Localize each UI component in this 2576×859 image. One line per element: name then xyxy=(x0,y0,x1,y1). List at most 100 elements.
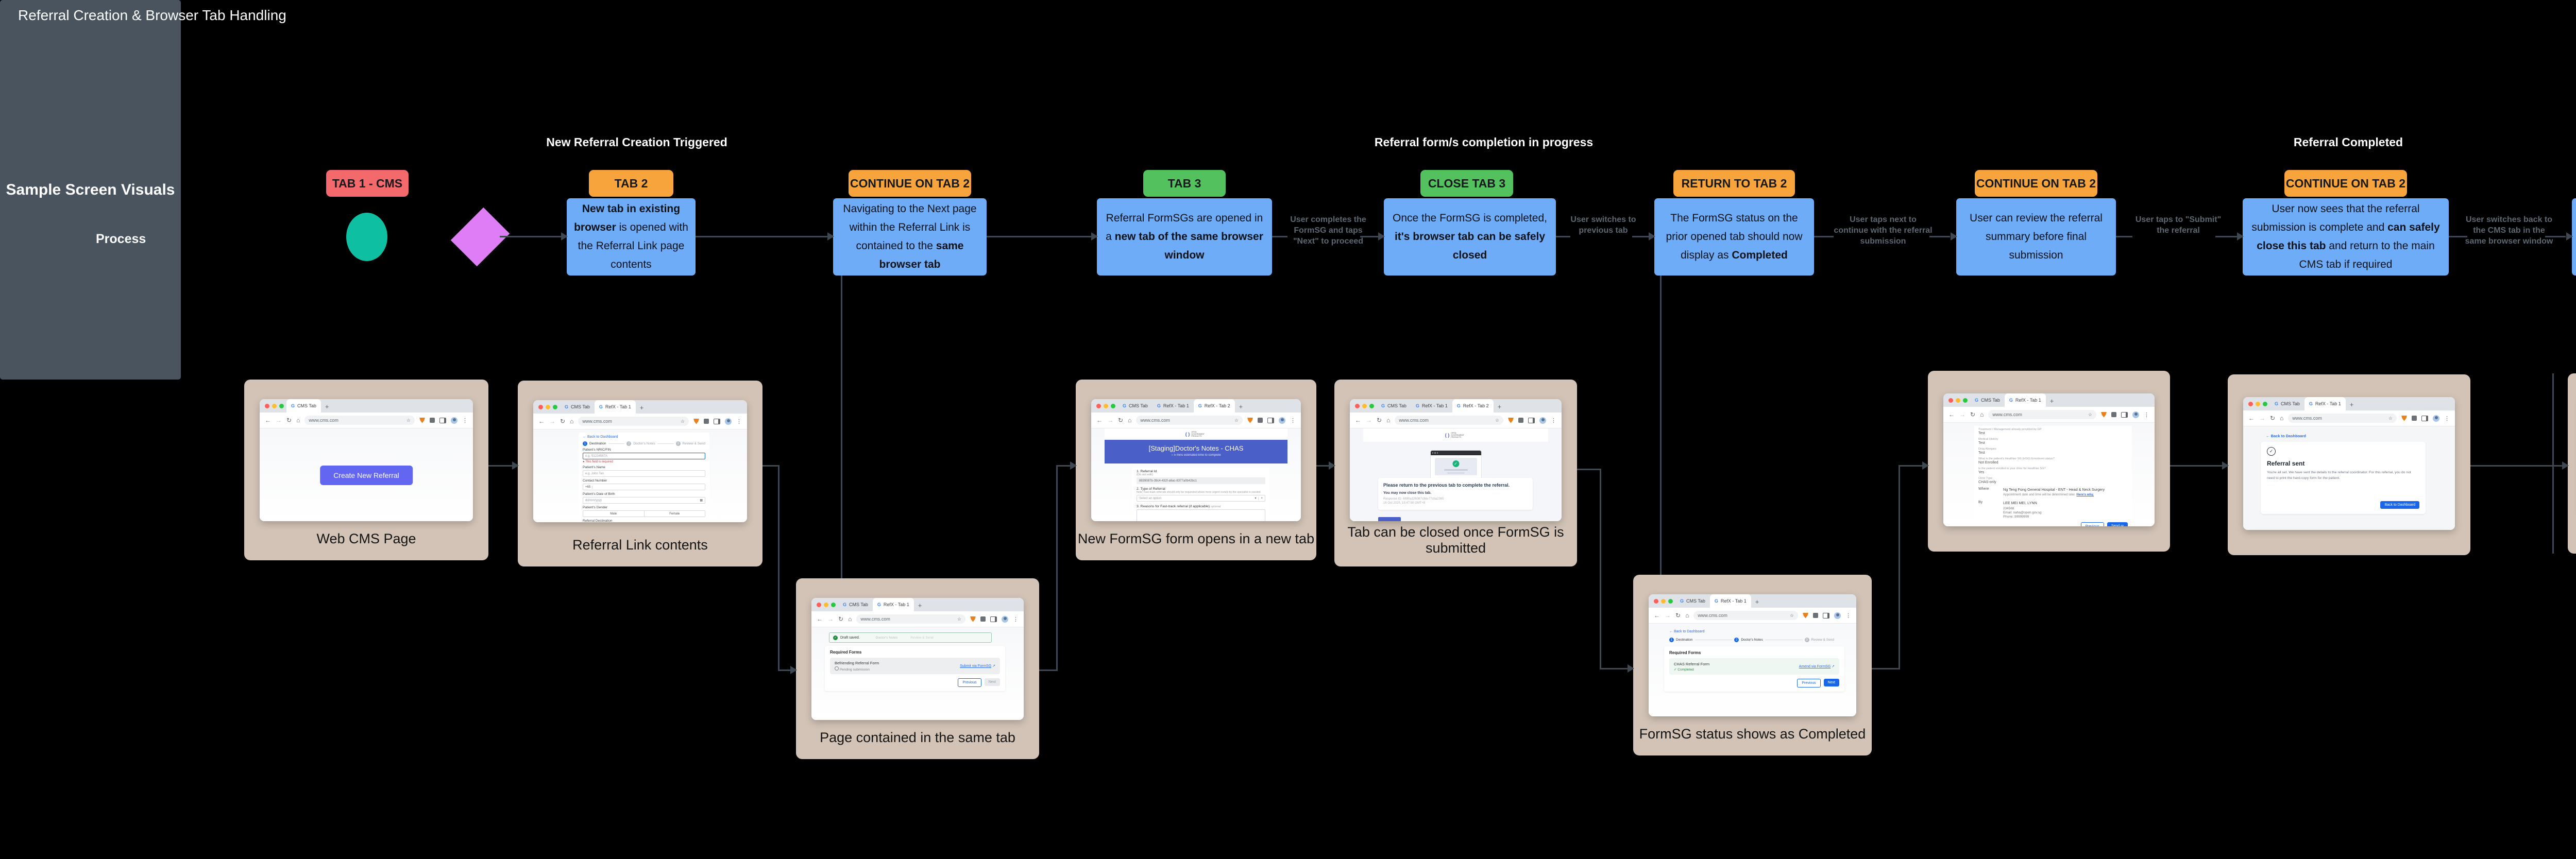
next-button-disabled[interactable]: Next xyxy=(984,678,1000,686)
extension-icon[interactable] xyxy=(1518,418,1523,423)
new-tab-button[interactable]: + xyxy=(2349,401,2354,408)
url-bar[interactable]: www.cms.com☆ xyxy=(1136,416,1243,425)
metamask-icon[interactable] xyxy=(970,616,976,622)
url-bar[interactable]: www.cms.com☆ xyxy=(1395,416,1503,425)
traffic-light-close-icon[interactable] xyxy=(1096,404,1101,408)
nric-input[interactable]: e.g. S1234567A xyxy=(583,453,705,459)
traffic-light-zoom-icon[interactable] xyxy=(1111,404,1115,408)
back-icon[interactable]: ← xyxy=(538,418,545,425)
heres-why-link[interactable]: Here's why. xyxy=(2076,493,2094,496)
menu-icon[interactable]: ⋮ xyxy=(2444,415,2450,422)
url-bar[interactable]: www.cms.com☆ xyxy=(856,614,965,624)
traffic-light-minimize-icon[interactable] xyxy=(1661,599,1666,604)
back-to-dashboard-link[interactable]: ← Back to Dashboard xyxy=(583,435,618,439)
tag-tab2[interactable]: TAB 2 xyxy=(589,170,673,197)
extension-icon[interactable] xyxy=(430,418,435,423)
bookmark-star-icon[interactable]: ☆ xyxy=(957,616,961,622)
sidebar-icon[interactable] xyxy=(1267,417,1274,423)
tag-continue-tab2-c[interactable]: CONTINUE ON TAB 2 xyxy=(2284,170,2407,197)
reload-icon[interactable]: ↻ xyxy=(1970,411,1976,418)
tag-continue-tab2-a[interactable]: CONTINUE ON TAB 2 xyxy=(849,170,971,197)
metamask-icon[interactable] xyxy=(693,418,699,424)
reload-icon[interactable]: ↻ xyxy=(1118,417,1124,424)
tag-close-tab3[interactable]: CLOSE TAB 3 xyxy=(1420,170,1513,197)
home-icon[interactable]: ⌂ xyxy=(1980,411,1984,418)
traffic-light-close-icon[interactable] xyxy=(1654,599,1658,604)
profile-avatar[interactable] xyxy=(725,418,732,425)
url-bar[interactable]: www.cms.com☆ xyxy=(1988,410,2096,419)
forward-icon[interactable]: → xyxy=(1366,417,1372,424)
reasons-textarea[interactable] xyxy=(1137,509,1265,521)
gender-female-button[interactable]: Female xyxy=(644,510,705,517)
sidebar-icon[interactable] xyxy=(2421,415,2428,421)
forward-icon[interactable]: → xyxy=(549,418,555,425)
profile-avatar[interactable] xyxy=(1834,612,1841,619)
traffic-light-minimize-icon[interactable] xyxy=(1956,398,1960,403)
back-icon[interactable]: ← xyxy=(2248,415,2255,422)
reload-icon[interactable]: ↻ xyxy=(286,417,292,424)
bookmark-star-icon[interactable]: ☆ xyxy=(406,417,411,423)
traffic-light-close-icon[interactable] xyxy=(538,405,543,409)
new-tab-button[interactable]: + xyxy=(918,602,922,609)
previous-button[interactable]: Previous xyxy=(1797,679,1821,688)
traffic-light-zoom-icon[interactable] xyxy=(553,405,557,409)
tag-return-tab2[interactable]: RETURN TO TAB 2 xyxy=(1673,170,1795,197)
menu-icon[interactable]: ⋮ xyxy=(2144,411,2149,418)
back-to-dashboard-link[interactable]: ← Back to Dashboard xyxy=(1669,630,1705,633)
profile-avatar[interactable] xyxy=(1539,417,1546,424)
traffic-light-close-icon[interactable] xyxy=(1355,404,1360,408)
traffic-light-close-icon[interactable] xyxy=(1948,398,1953,403)
traffic-light-zoom-icon[interactable] xyxy=(2263,402,2267,406)
new-tab-button[interactable]: + xyxy=(1497,403,1502,410)
back-icon[interactable]: ← xyxy=(265,417,271,424)
home-icon[interactable]: ⌂ xyxy=(2280,415,2284,422)
metamask-icon[interactable] xyxy=(419,417,425,423)
metamask-icon[interactable] xyxy=(1247,417,1253,423)
reload-icon[interactable]: ↻ xyxy=(1377,417,1382,424)
back-icon[interactable]: ← xyxy=(817,615,823,623)
profile-avatar[interactable] xyxy=(2433,415,2439,422)
forward-icon[interactable]: → xyxy=(1959,411,1965,418)
new-tab-button[interactable]: + xyxy=(325,403,329,410)
back-icon[interactable]: ← xyxy=(1948,411,1955,418)
reload-icon[interactable]: ↻ xyxy=(1675,612,1681,619)
previous-button[interactable]: Previous xyxy=(2080,522,2104,526)
formsg-bottom-button[interactable] xyxy=(1378,517,1401,521)
metamask-icon[interactable] xyxy=(2401,415,2407,421)
forward-icon[interactable]: → xyxy=(2259,415,2265,422)
tag-tab3[interactable]: TAB 3 xyxy=(1143,170,1226,197)
menu-icon[interactable]: ⋮ xyxy=(736,418,742,425)
sidebar-icon[interactable] xyxy=(714,418,720,424)
back-icon[interactable]: ← xyxy=(1654,612,1660,619)
sidebar-icon[interactable] xyxy=(1823,612,1829,619)
extension-icon[interactable] xyxy=(2412,416,2417,421)
clear-icon[interactable]: × xyxy=(1258,496,1263,500)
traffic-light-minimize-icon[interactable] xyxy=(824,603,828,607)
back-to-dashboard-link[interactable]: ← Back to Dashboard xyxy=(2266,434,2306,438)
forward-icon[interactable]: → xyxy=(1665,612,1671,619)
extension-icon[interactable] xyxy=(704,419,709,424)
home-icon[interactable]: ⌂ xyxy=(296,417,300,424)
metamask-icon[interactable] xyxy=(1508,417,1514,423)
bookmark-star-icon[interactable]: ☆ xyxy=(1789,612,1794,618)
traffic-light-minimize-icon[interactable] xyxy=(1104,404,1108,408)
new-tab-button[interactable]: + xyxy=(2049,397,2054,405)
traffic-light-minimize-icon[interactable] xyxy=(2256,402,2260,406)
tag-tab1-cms[interactable]: TAB 1 - CMS xyxy=(326,170,409,197)
bookmark-star-icon[interactable]: ☆ xyxy=(2388,415,2393,421)
home-icon[interactable]: ⌂ xyxy=(848,615,852,623)
create-new-referral-button[interactable]: Create New Referral xyxy=(320,466,413,485)
amend-via-formsg-link[interactable]: Amend via FormSG ↗ xyxy=(1799,665,1835,668)
back-to-dashboard-button[interactable]: Back to Dashboard xyxy=(2380,501,2419,509)
traffic-light-minimize-icon[interactable] xyxy=(272,404,277,408)
next-button[interactable]: Next xyxy=(1823,679,1839,686)
